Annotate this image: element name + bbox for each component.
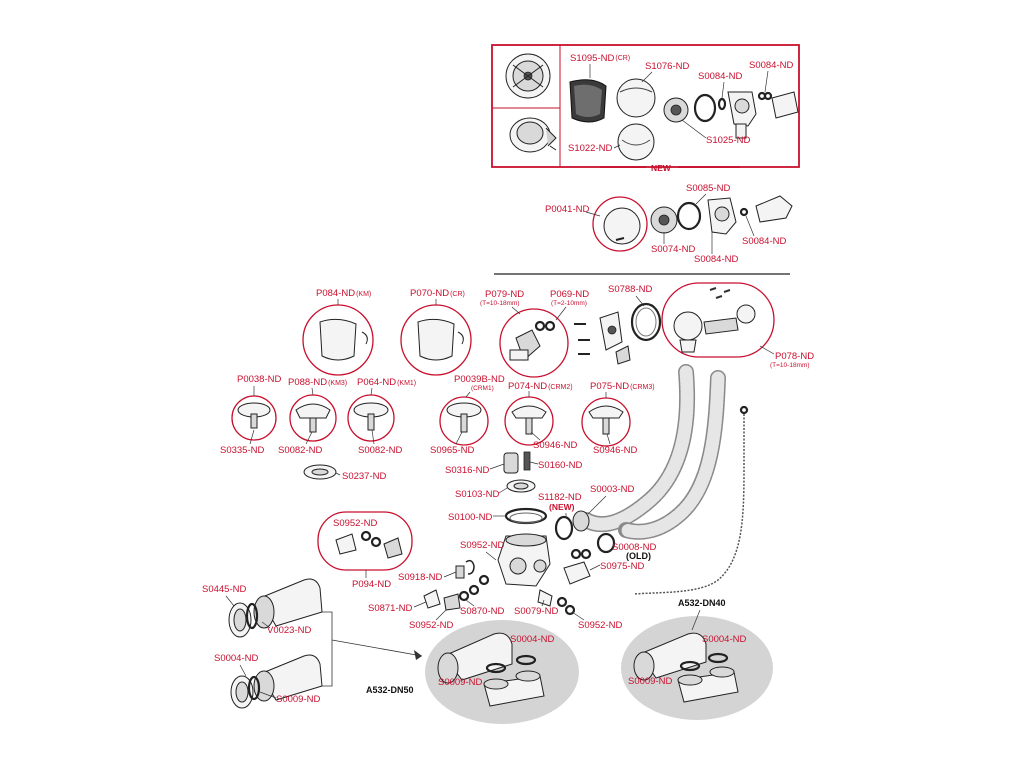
label-p070: P070-ND(CR) <box>410 288 465 299</box>
label-s0965: S0965-ND <box>430 445 474 456</box>
label-s0316: S0316-ND <box>445 465 489 476</box>
label-s0008: S0008-ND <box>612 542 656 553</box>
cap-removal-image <box>509 117 557 153</box>
label-s0079: S0079-ND <box>514 606 558 617</box>
label-s1025: S1025-ND <box>706 135 750 146</box>
label-s0335: S0335-ND <box>220 445 264 456</box>
label-dn40-s0004: S0004-ND <box>702 634 746 645</box>
p094-set: S0952-ND P094-ND <box>317 511 413 590</box>
cap-top-view-image <box>505 53 551 99</box>
label-s0445: S0445-ND <box>202 584 246 595</box>
trap-a532-dn40: S0004-ND S0009-ND A532-DN40 <box>621 598 773 720</box>
label-p0038: P0038-ND <box>237 374 281 385</box>
label-s0074: S0074-ND <box>651 244 695 255</box>
row-plugs: P0038-ND S0335-ND P088-ND(KM3) S0082-ND … <box>220 374 655 456</box>
flexible-hoses <box>578 364 749 595</box>
label-s0084-b: S0084-ND <box>749 60 793 71</box>
label-p074: P074-ND(CRM2) <box>508 381 573 392</box>
p0041-set: P0041-ND S0085-ND S0074-ND S0084-ND S008… <box>545 183 793 265</box>
label-p078-sub: (T=10-18mm) <box>770 362 810 369</box>
label-s0918: S0918-ND <box>398 572 442 583</box>
row-overflow-caps: P084-ND(KM) P070-ND(CR) P079-ND (T=10-18… <box>302 284 662 378</box>
label-p094: P094-ND <box>352 579 391 590</box>
label-p0039b: P0039B-ND <box>454 374 505 385</box>
label-s0952-b: S0952-ND <box>460 540 504 551</box>
label-dn50-s0009: S0009-ND <box>438 677 482 688</box>
label-p064: P064-ND(KM1) <box>357 377 416 388</box>
label-s0952-c: S0952-ND <box>409 620 453 631</box>
cap-s1022-image <box>617 123 655 161</box>
waste-assembly: S0237-ND S0316-ND S0160-ND S0103-ND S010… <box>303 451 656 631</box>
cap-s1076-image <box>616 78 656 118</box>
label-s0946-b: S0946-ND <box>593 445 637 456</box>
new-parts-box: S1095-ND(CR) S1076-ND S1022-ND <box>491 44 800 173</box>
label-s0870: S0870-ND <box>460 606 504 617</box>
new-label: NEW <box>651 163 672 173</box>
label-s1022: S1022-ND <box>568 143 612 154</box>
label-dn50-s0004: S0004-ND <box>510 634 554 645</box>
label-s1182: S1182-ND <box>538 492 582 503</box>
label-s0975: S0975-ND <box>600 561 644 572</box>
label-p0041: P0041-ND <box>545 204 589 215</box>
label-s0160: S0160-ND <box>538 460 582 471</box>
label-s0082-a: S0082-ND <box>278 445 322 456</box>
p078-set: P078-ND (T=10-18mm) <box>661 282 814 369</box>
label-s0004-a: S0004-ND <box>214 653 258 664</box>
title-a532-dn50: A532-DN50 <box>366 685 414 695</box>
label-s0103: S0103-ND <box>455 489 499 500</box>
label-s0946-a: S0946-ND <box>533 440 577 451</box>
label-p079: P079-ND <box>485 289 524 300</box>
label-s0871: S0871-ND <box>368 603 412 614</box>
label-s0084-c: S0084-ND <box>694 254 738 265</box>
label-p078: P078-ND <box>775 351 814 362</box>
cap-s1095-image <box>569 79 607 123</box>
label-s1182-sub: (NEW) <box>549 502 575 512</box>
label-s0788: S0788-ND <box>608 284 652 295</box>
label-s1076: S1076-ND <box>645 61 689 72</box>
label-s0100: S0100-ND <box>448 512 492 523</box>
trap-a532-dn50: S0004-ND S0009-ND A532-DN50 <box>366 620 579 724</box>
label-s0008-sub: (OLD) <box>626 551 651 561</box>
label-s0952-d: S0952-ND <box>578 620 622 631</box>
label-s0084-a: S0084-ND <box>698 71 742 82</box>
label-s0237: S0237-ND <box>342 471 386 482</box>
label-s1095: S1095-ND(CR) <box>570 53 630 64</box>
label-v0023: V0023-ND <box>267 625 311 636</box>
label-p075: P075-ND(CRM3) <box>590 381 655 392</box>
label-s0085: S0085-ND <box>686 183 730 194</box>
label-s0003: S0003-ND <box>590 484 634 495</box>
label-s0952-a: S0952-ND <box>333 518 377 529</box>
label-p069-sub: (T=2-10mm) <box>551 300 587 307</box>
label-p069: P069-ND <box>550 289 589 300</box>
title-a532-dn40: A532-DN40 <box>678 598 726 608</box>
mechanism-s1025-image <box>663 91 799 139</box>
label-p079-sub: (T=10-18mm) <box>480 300 520 307</box>
label-p0039b-sub: (CRM1) <box>471 385 494 392</box>
label-p084: P084-ND(KM) <box>316 288 371 299</box>
label-s0084-d: S0084-ND <box>742 236 786 247</box>
label-s0009-a: S0009-ND <box>276 694 320 705</box>
label-dn40-s0009: S0009-ND <box>628 676 672 687</box>
elbow-pipes: S0445-ND V0023-ND S0004-ND S0009-ND <box>202 578 423 709</box>
label-s0082-b: S0082-ND <box>358 445 402 456</box>
label-p088: P088-ND(KM3) <box>288 377 347 388</box>
